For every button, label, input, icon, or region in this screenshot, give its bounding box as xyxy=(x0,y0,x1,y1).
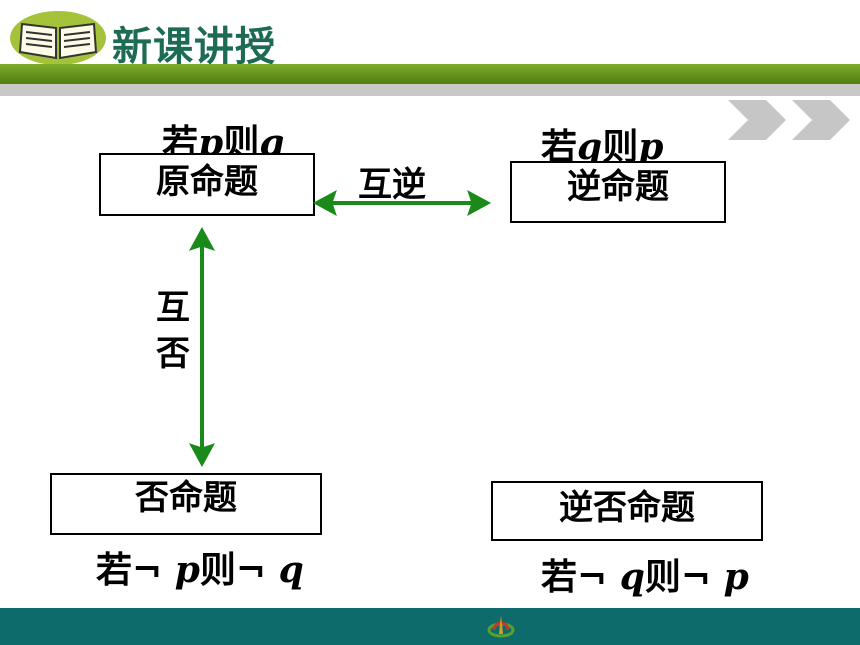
inverse-proposition-label: 否命题 xyxy=(135,478,237,518)
converse-double-arrow xyxy=(312,189,492,217)
relation-inverse-label-1: 互 xyxy=(156,288,190,328)
inverse-form-label: 若¬ p则¬ q xyxy=(96,549,304,591)
converse-proposition-box: 逆命题 xyxy=(510,161,726,223)
inverse-double-arrow xyxy=(188,226,216,468)
inverse-proposition-box: 否命题 xyxy=(50,473,322,535)
relation-inverse-label-2: 否 xyxy=(156,334,190,374)
page-title: 新课讲授 xyxy=(112,24,276,70)
contrapositive-form-label: 若¬ q则¬ p xyxy=(541,556,749,598)
original-proposition-label: 原命题 xyxy=(156,162,258,202)
contrapositive-proposition-box: 逆否命题 xyxy=(491,481,763,541)
header: 新课讲授 xyxy=(0,0,860,140)
relation-converse-label: 互逆 xyxy=(358,165,426,205)
contrapositive-proposition-label: 逆否命题 xyxy=(559,488,695,528)
compass-logo-icon xyxy=(487,615,515,638)
next-chevrons-icon xyxy=(728,100,850,140)
converse-proposition-label: 逆命题 xyxy=(567,167,669,207)
book-icon xyxy=(10,11,106,65)
original-proposition-box: 原命题 xyxy=(99,153,315,216)
header-gray-bar xyxy=(0,84,860,96)
footer-bar xyxy=(0,608,860,645)
header-green-bar xyxy=(0,64,860,84)
